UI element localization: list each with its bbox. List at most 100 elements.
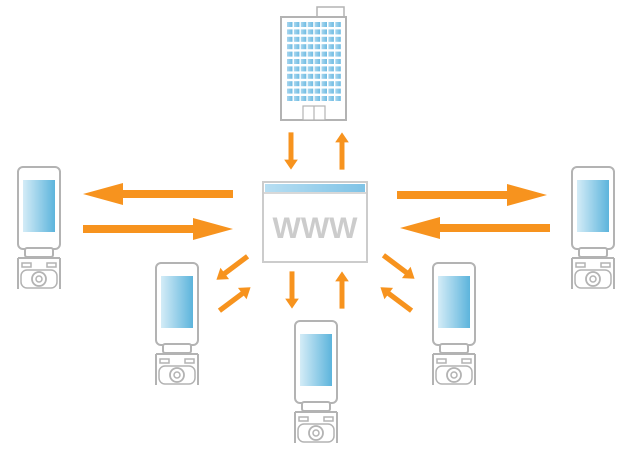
building-windows [287, 22, 341, 101]
building-window [287, 88, 293, 94]
building-window [335, 73, 341, 79]
building-window [328, 51, 334, 57]
building-window [287, 29, 293, 35]
building-window [328, 36, 334, 42]
building-window [335, 36, 341, 42]
building-window [335, 88, 341, 94]
building-window [300, 81, 307, 87]
building-window [307, 36, 314, 42]
arrow-www-to-lower-right-phone [379, 249, 419, 285]
building-window [328, 22, 334, 27]
building-window [287, 73, 293, 79]
building-window [300, 96, 307, 101]
building-window [328, 73, 334, 79]
building-window [300, 22, 307, 27]
building-window [328, 29, 334, 35]
arrow-bottom-phone-to-www [335, 271, 349, 309]
www-label: WWW [273, 212, 359, 245]
building-window [321, 22, 327, 27]
building-window [307, 29, 314, 35]
building-window [287, 44, 293, 50]
building-window [321, 59, 327, 64]
browser-window-icon [262, 181, 368, 263]
arrow-left-phone-to-www [83, 218, 233, 240]
flip-phone-icon-bottom [294, 320, 338, 444]
building-window [314, 22, 321, 27]
arrow-www-to-right-phone [397, 184, 547, 206]
building-window [307, 81, 314, 87]
building-window [293, 22, 300, 27]
building-window [321, 44, 327, 50]
building-window [307, 22, 314, 27]
building-window [307, 44, 314, 50]
building-window [300, 36, 307, 42]
building-window [321, 36, 327, 42]
office-building-icon [280, 6, 347, 121]
building-window [307, 96, 314, 101]
building-window [293, 88, 300, 94]
building-window [307, 73, 314, 79]
flip-phone-icon-lower-right [432, 262, 476, 386]
building-window [335, 44, 341, 50]
building-window [293, 29, 300, 35]
building-window [335, 29, 341, 35]
building-window [293, 36, 300, 42]
building-window [321, 66, 327, 72]
building-window [321, 88, 327, 94]
building-window [293, 44, 300, 50]
building-window [293, 51, 300, 57]
building-window [314, 66, 321, 72]
building-window [321, 51, 327, 57]
building-window [314, 88, 321, 94]
arrow-www-to-left-phone [83, 183, 233, 205]
building-window [300, 51, 307, 57]
building-window [300, 73, 307, 79]
building-window [314, 29, 321, 35]
building-window [314, 36, 321, 42]
building-window [314, 44, 321, 50]
building-window [287, 81, 293, 87]
building-window [293, 81, 300, 87]
building-window [307, 88, 314, 94]
building-window [300, 29, 307, 35]
arrow-www-to-lower-left-phone [212, 250, 252, 286]
building-window [328, 44, 334, 50]
building-window [314, 51, 321, 57]
building-window [321, 73, 327, 79]
building-window [328, 66, 334, 72]
building-window [287, 36, 293, 42]
building-window [335, 59, 341, 64]
building-window [328, 59, 334, 64]
building-window [328, 81, 334, 87]
building-window [307, 66, 314, 72]
building-window [321, 96, 327, 101]
building-window [314, 96, 321, 101]
building-window [287, 96, 293, 101]
building-window [300, 44, 307, 50]
building-window [293, 59, 300, 64]
arrow-lower-right-phone-to-www [376, 281, 416, 317]
building-window [300, 59, 307, 64]
building-window [287, 59, 293, 64]
building-window [293, 96, 300, 101]
flip-phone-icon-right [571, 166, 615, 290]
arrow-lower-left-phone-to-www [215, 281, 255, 317]
arrow-building-to-www [284, 132, 298, 170]
building-window [287, 51, 293, 57]
building-window [335, 51, 341, 57]
building-window [293, 73, 300, 79]
building-window [287, 22, 293, 27]
building-window [328, 88, 334, 94]
building-window [293, 66, 300, 72]
building-window [307, 59, 314, 64]
building-window [328, 96, 334, 101]
arrow-right-phone-to-www [400, 217, 550, 239]
building-window [335, 22, 341, 27]
building-window [307, 51, 314, 57]
building-window [321, 29, 327, 35]
building-window [314, 81, 321, 87]
building-window [335, 66, 341, 72]
building-window [300, 88, 307, 94]
